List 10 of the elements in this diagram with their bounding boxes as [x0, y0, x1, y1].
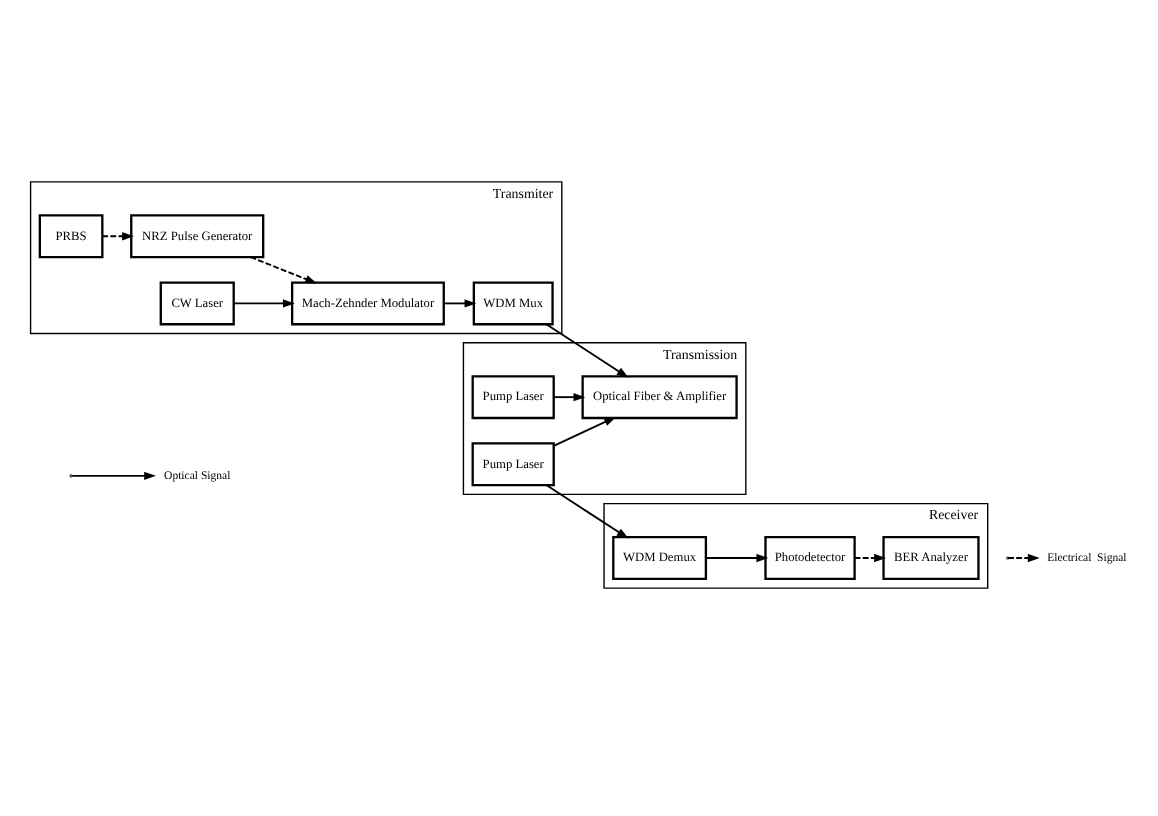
arrow: [705, 552, 769, 562]
arrow: [552, 415, 617, 446]
arrow: [545, 322, 629, 377]
arrow: [853, 552, 886, 562]
arrow: [232, 298, 295, 307]
arrow: [249, 255, 318, 283]
arrow: [101, 231, 134, 240]
arrow: [443, 298, 477, 307]
arrow: [545, 483, 629, 538]
arrow: [552, 392, 586, 401]
